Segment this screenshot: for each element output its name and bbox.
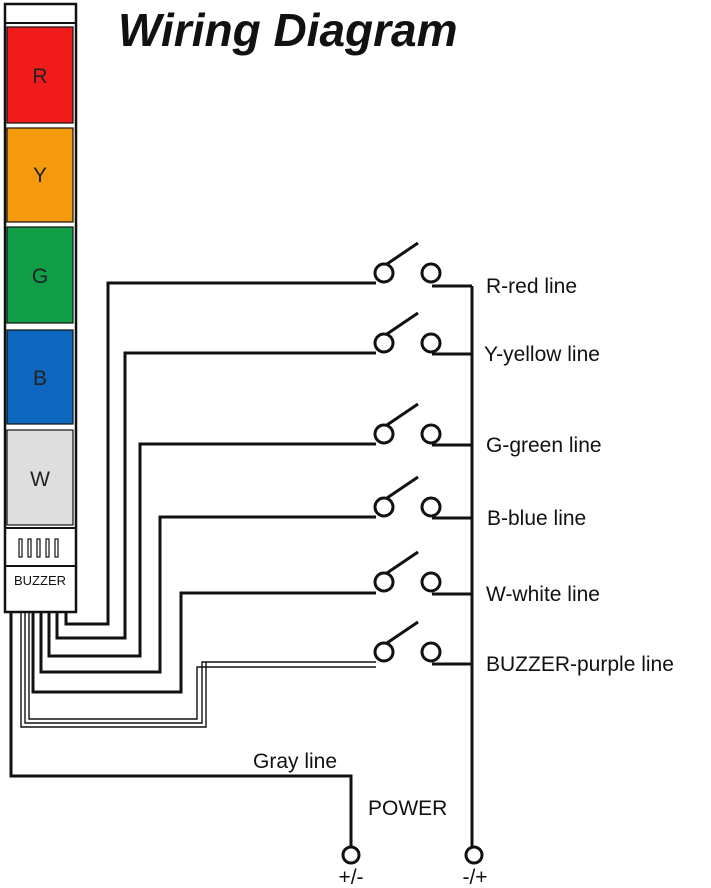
grille-slot	[54, 538, 59, 558]
switch-contact-right	[420, 496, 442, 518]
switch-contact-left	[373, 423, 395, 445]
gray-line-wire	[9, 612, 353, 847]
segment-blue-letter: B	[33, 367, 47, 390]
buzzer-wire-strand	[20, 612, 207, 728]
segment-yellow-fill	[6, 127, 74, 223]
tower-segment-red: R	[6, 26, 74, 124]
power-terminal-left	[341, 845, 361, 865]
red-line-label: R-red line	[486, 275, 577, 298]
green-line-label: G-green line	[486, 434, 602, 457]
grille-slot	[27, 538, 32, 558]
switch-red	[373, 241, 442, 284]
green-line-wire	[47, 442, 376, 658]
tower-segment-yellow: Y	[6, 127, 74, 223]
white-line-wire	[31, 591, 376, 694]
switch-contact-left	[373, 571, 395, 593]
switch-blue	[373, 475, 442, 518]
grille-slot	[36, 538, 41, 558]
switch-contact-right	[420, 262, 442, 284]
switch-contact-left	[373, 641, 395, 663]
buzzer-wire-strand	[24, 612, 376, 724]
signal-tower: R Y G B W BUZZER	[3, 2, 78, 614]
segment-green-fill	[6, 226, 74, 324]
grille-slot	[45, 538, 50, 558]
buzzer-line-wire	[20, 612, 376, 728]
switch-lever	[383, 475, 419, 502]
segment-white-letter: W	[30, 468, 50, 491]
buzzer-line-label: BUZZER-purple line	[486, 653, 674, 676]
segment-green-letter: G	[32, 265, 48, 288]
switch-contact-right	[420, 641, 442, 663]
switch-green	[373, 402, 442, 445]
buzzer-grille	[18, 538, 59, 558]
segment-blue-fill	[6, 329, 74, 425]
tower-segment-blue: B	[6, 329, 74, 425]
switch-lever	[383, 311, 419, 338]
segment-red-fill	[6, 26, 74, 124]
switch-contact-left	[373, 496, 395, 518]
gray-line-label: Gray line	[253, 750, 337, 773]
yellow-line-wire	[55, 351, 376, 640]
switch-contact-right	[420, 571, 442, 593]
tower-segment-green: G	[6, 226, 74, 324]
power-terminal-right	[464, 845, 484, 865]
segment-white-fill	[6, 429, 74, 526]
yellow-line-label: Y-yellow line	[484, 343, 600, 366]
common-bus	[432, 284, 474, 847]
white-line-label: W-white line	[486, 583, 600, 606]
segment-red-letter: R	[32, 65, 47, 88]
blue-line-wire	[39, 515, 376, 674]
buzzer-label: BUZZER	[14, 573, 66, 588]
switch-contact-left	[373, 262, 395, 284]
switch-buzzer	[373, 620, 442, 663]
switch-contact-right	[420, 423, 442, 445]
switch-lever	[383, 550, 419, 577]
switch-lever	[383, 620, 419, 647]
segment-yellow-letter: Y	[33, 164, 47, 187]
switch-white	[373, 550, 442, 593]
power-label: POWER	[368, 797, 447, 820]
blue-line-label: B-blue line	[487, 507, 586, 530]
tower-segment-white: W	[6, 429, 74, 526]
switch-contact-left	[373, 332, 395, 354]
signal-wires	[9, 281, 376, 847]
diagram-title: Wiring Diagram	[118, 4, 458, 56]
terminal-left-label: +/-	[338, 866, 363, 888]
switch-lever	[383, 241, 419, 268]
switch-lever	[383, 402, 419, 429]
buzzer-wire-strand	[28, 612, 376, 720]
terminal-right-label: -/+	[462, 866, 487, 888]
switch-contact-right	[420, 332, 442, 354]
red-line-wire	[64, 281, 376, 626]
switch-yellow	[373, 311, 442, 354]
grille-slot	[18, 538, 23, 558]
